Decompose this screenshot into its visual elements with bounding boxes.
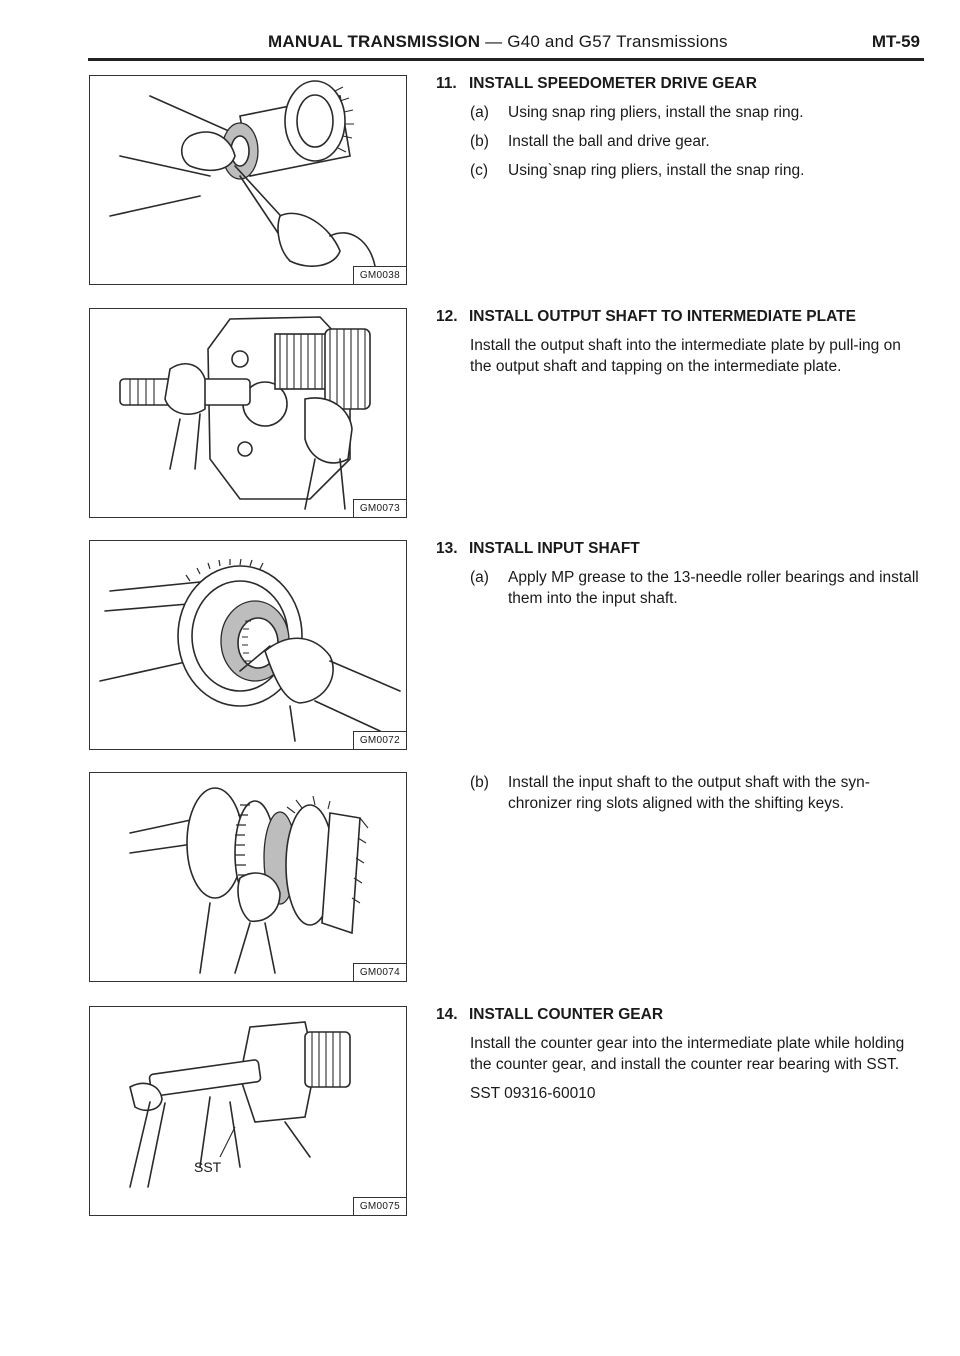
substep: (a) Apply MP grease to the 13-needle roll… bbox=[436, 567, 924, 609]
step-text: Install the counter gear into the interm… bbox=[470, 1035, 905, 1073]
step-number: 14. bbox=[436, 1006, 458, 1023]
step-13: 13. INSTALL INPUT SHAFT (a) Apply MP greas… bbox=[436, 538, 924, 617]
output-shaft-intermediate-plate-illustration bbox=[119, 316, 371, 510]
step-heading: 13. INSTALL INPUT SHAFT bbox=[436, 538, 924, 559]
substep-text: Apply MP grease to the 13-needle roller … bbox=[508, 569, 919, 607]
substep-label: (a) bbox=[470, 569, 489, 586]
step-text: Install the output shaft into the interm… bbox=[470, 337, 901, 375]
substep: (c) Using`snap ring pliers, install the s… bbox=[436, 160, 924, 181]
step-13b: (b) Install the input shaft to the output… bbox=[436, 772, 924, 822]
page-header: MANUAL TRANSMISSION — G40 and G57 Transm… bbox=[88, 28, 924, 61]
substep-label: (b) bbox=[470, 133, 489, 150]
step-number: 12. bbox=[436, 308, 458, 325]
step-title: INSTALL SPEEDOMETER DRIVE GEAR bbox=[469, 75, 757, 92]
step-heading: 11. INSTALL SPEEDOMETER DRIVE GEAR bbox=[436, 73, 924, 94]
step-title: INSTALL OUTPUT SHAFT TO INTERMEDIATE PLA… bbox=[469, 308, 856, 325]
substep-label: (a) bbox=[470, 104, 489, 121]
step-number: 13. bbox=[436, 540, 458, 557]
substep-label: (b) bbox=[470, 774, 489, 791]
counter-gear-sst-illustration: SST bbox=[129, 1021, 351, 1188]
title-bold: MANUAL TRANSMISSION bbox=[268, 32, 481, 51]
figure-gm0072: GM0072 bbox=[89, 540, 407, 750]
figure-code: GM0038 bbox=[352, 266, 406, 284]
substep: (a) Using snap ring pliers, install the s… bbox=[436, 102, 924, 123]
substep-text: Install the ball and drive gear. bbox=[508, 133, 710, 150]
figure-code: GM0075 bbox=[352, 1197, 406, 1215]
substep: (b) Install the input shaft to the output… bbox=[436, 772, 924, 814]
snap-ring-pliers-illustration bbox=[109, 80, 376, 267]
sst-label: SST bbox=[194, 1159, 222, 1175]
substep-text: Using`snap ring pliers, install the snap… bbox=[508, 162, 805, 179]
step-number: 11. bbox=[436, 75, 457, 92]
substep-text: Using snap ring pliers, install the snap… bbox=[508, 104, 804, 121]
figure-gm0073: GM0073 bbox=[89, 308, 407, 518]
step-heading: 14. INSTALL COUNTER GEAR bbox=[436, 1004, 924, 1025]
step-14: 14. INSTALL COUNTER GEAR Install the coun… bbox=[436, 1004, 924, 1112]
figure-gm0038: GM0038 bbox=[89, 75, 407, 285]
synchronizer-ring-illustration bbox=[129, 787, 369, 974]
step-heading: 12. INSTALL OUTPUT SHAFT TO INTERMEDIATE … bbox=[436, 306, 924, 327]
substep: (b) Install the ball and drive gear. bbox=[436, 131, 924, 152]
figure-code: GM0072 bbox=[352, 731, 406, 749]
step-title: INSTALL COUNTER GEAR bbox=[469, 1006, 664, 1023]
figure-code: GM0073 bbox=[352, 499, 406, 517]
figure-gm0075: SST GM0075 bbox=[89, 1006, 407, 1216]
title-rest: — G40 and G57 Transmissions bbox=[480, 32, 728, 51]
figure-gm0074: GM0074 bbox=[89, 772, 407, 982]
substep-label: (c) bbox=[470, 162, 489, 179]
sst-number: SST 09316-60010 bbox=[470, 1085, 596, 1102]
step-12: 12. INSTALL OUTPUT SHAFT TO INTERMEDIATE … bbox=[436, 306, 924, 385]
page-number: MT-59 bbox=[871, 32, 920, 51]
figure-code: GM0074 bbox=[352, 963, 406, 981]
step-title: INSTALL INPUT SHAFT bbox=[469, 540, 640, 557]
substep-text: Install the input shaft to the output sh… bbox=[508, 774, 870, 812]
page-title: MANUAL TRANSMISSION — G40 and G57 Transm… bbox=[268, 32, 728, 52]
needle-roller-bearing-illustration bbox=[99, 558, 401, 742]
step-11: 11. INSTALL SPEEDOMETER DRIVE GEAR (a) Usi… bbox=[436, 73, 924, 189]
